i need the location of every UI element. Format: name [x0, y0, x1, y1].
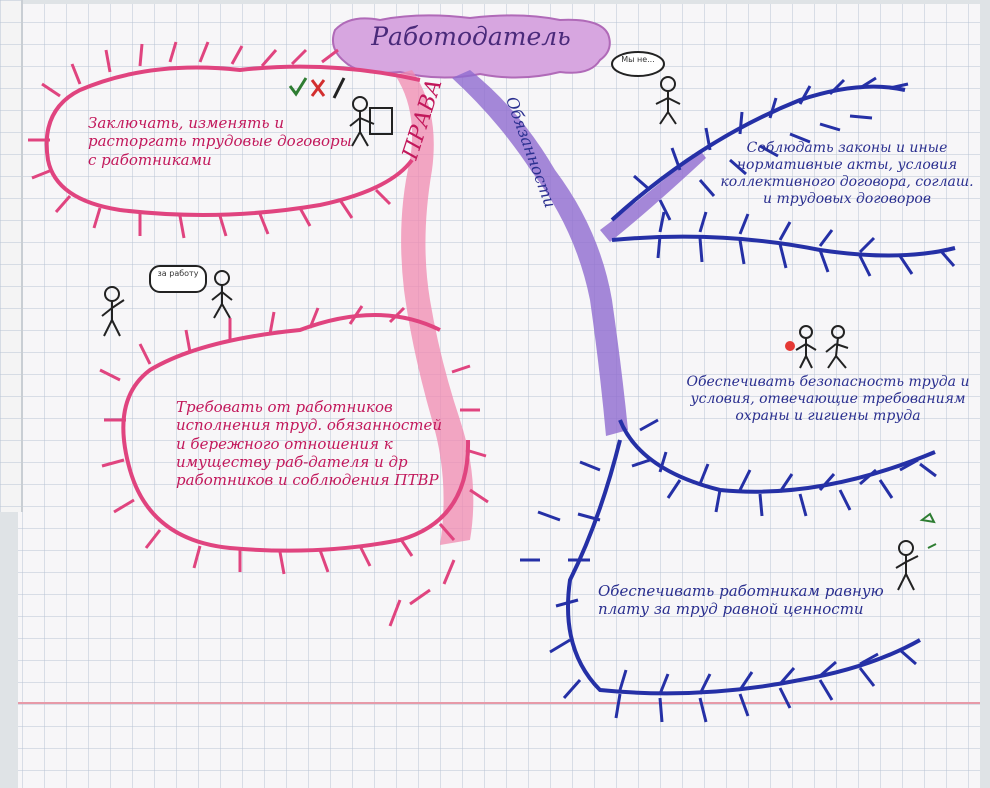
speech-bubble-pink-middle: за работу	[152, 270, 204, 279]
obligation-3-text: Обеспечивать работникам равную плату за …	[598, 582, 898, 619]
right-1-text: Заключать, изменять и расторгать трудовы…	[88, 114, 364, 169]
obligation-2-text: Обеспечивать безопасность труда и услови…	[680, 374, 976, 425]
obligation-1-text: Соблюдать законы и иные нормативные акты…	[716, 140, 978, 208]
diagram-title: Работодатель	[332, 22, 610, 51]
right-2-text: Требовать от работников исполнения труд.…	[176, 398, 454, 489]
speech-bubble-top-right: Мы не...	[616, 56, 660, 65]
